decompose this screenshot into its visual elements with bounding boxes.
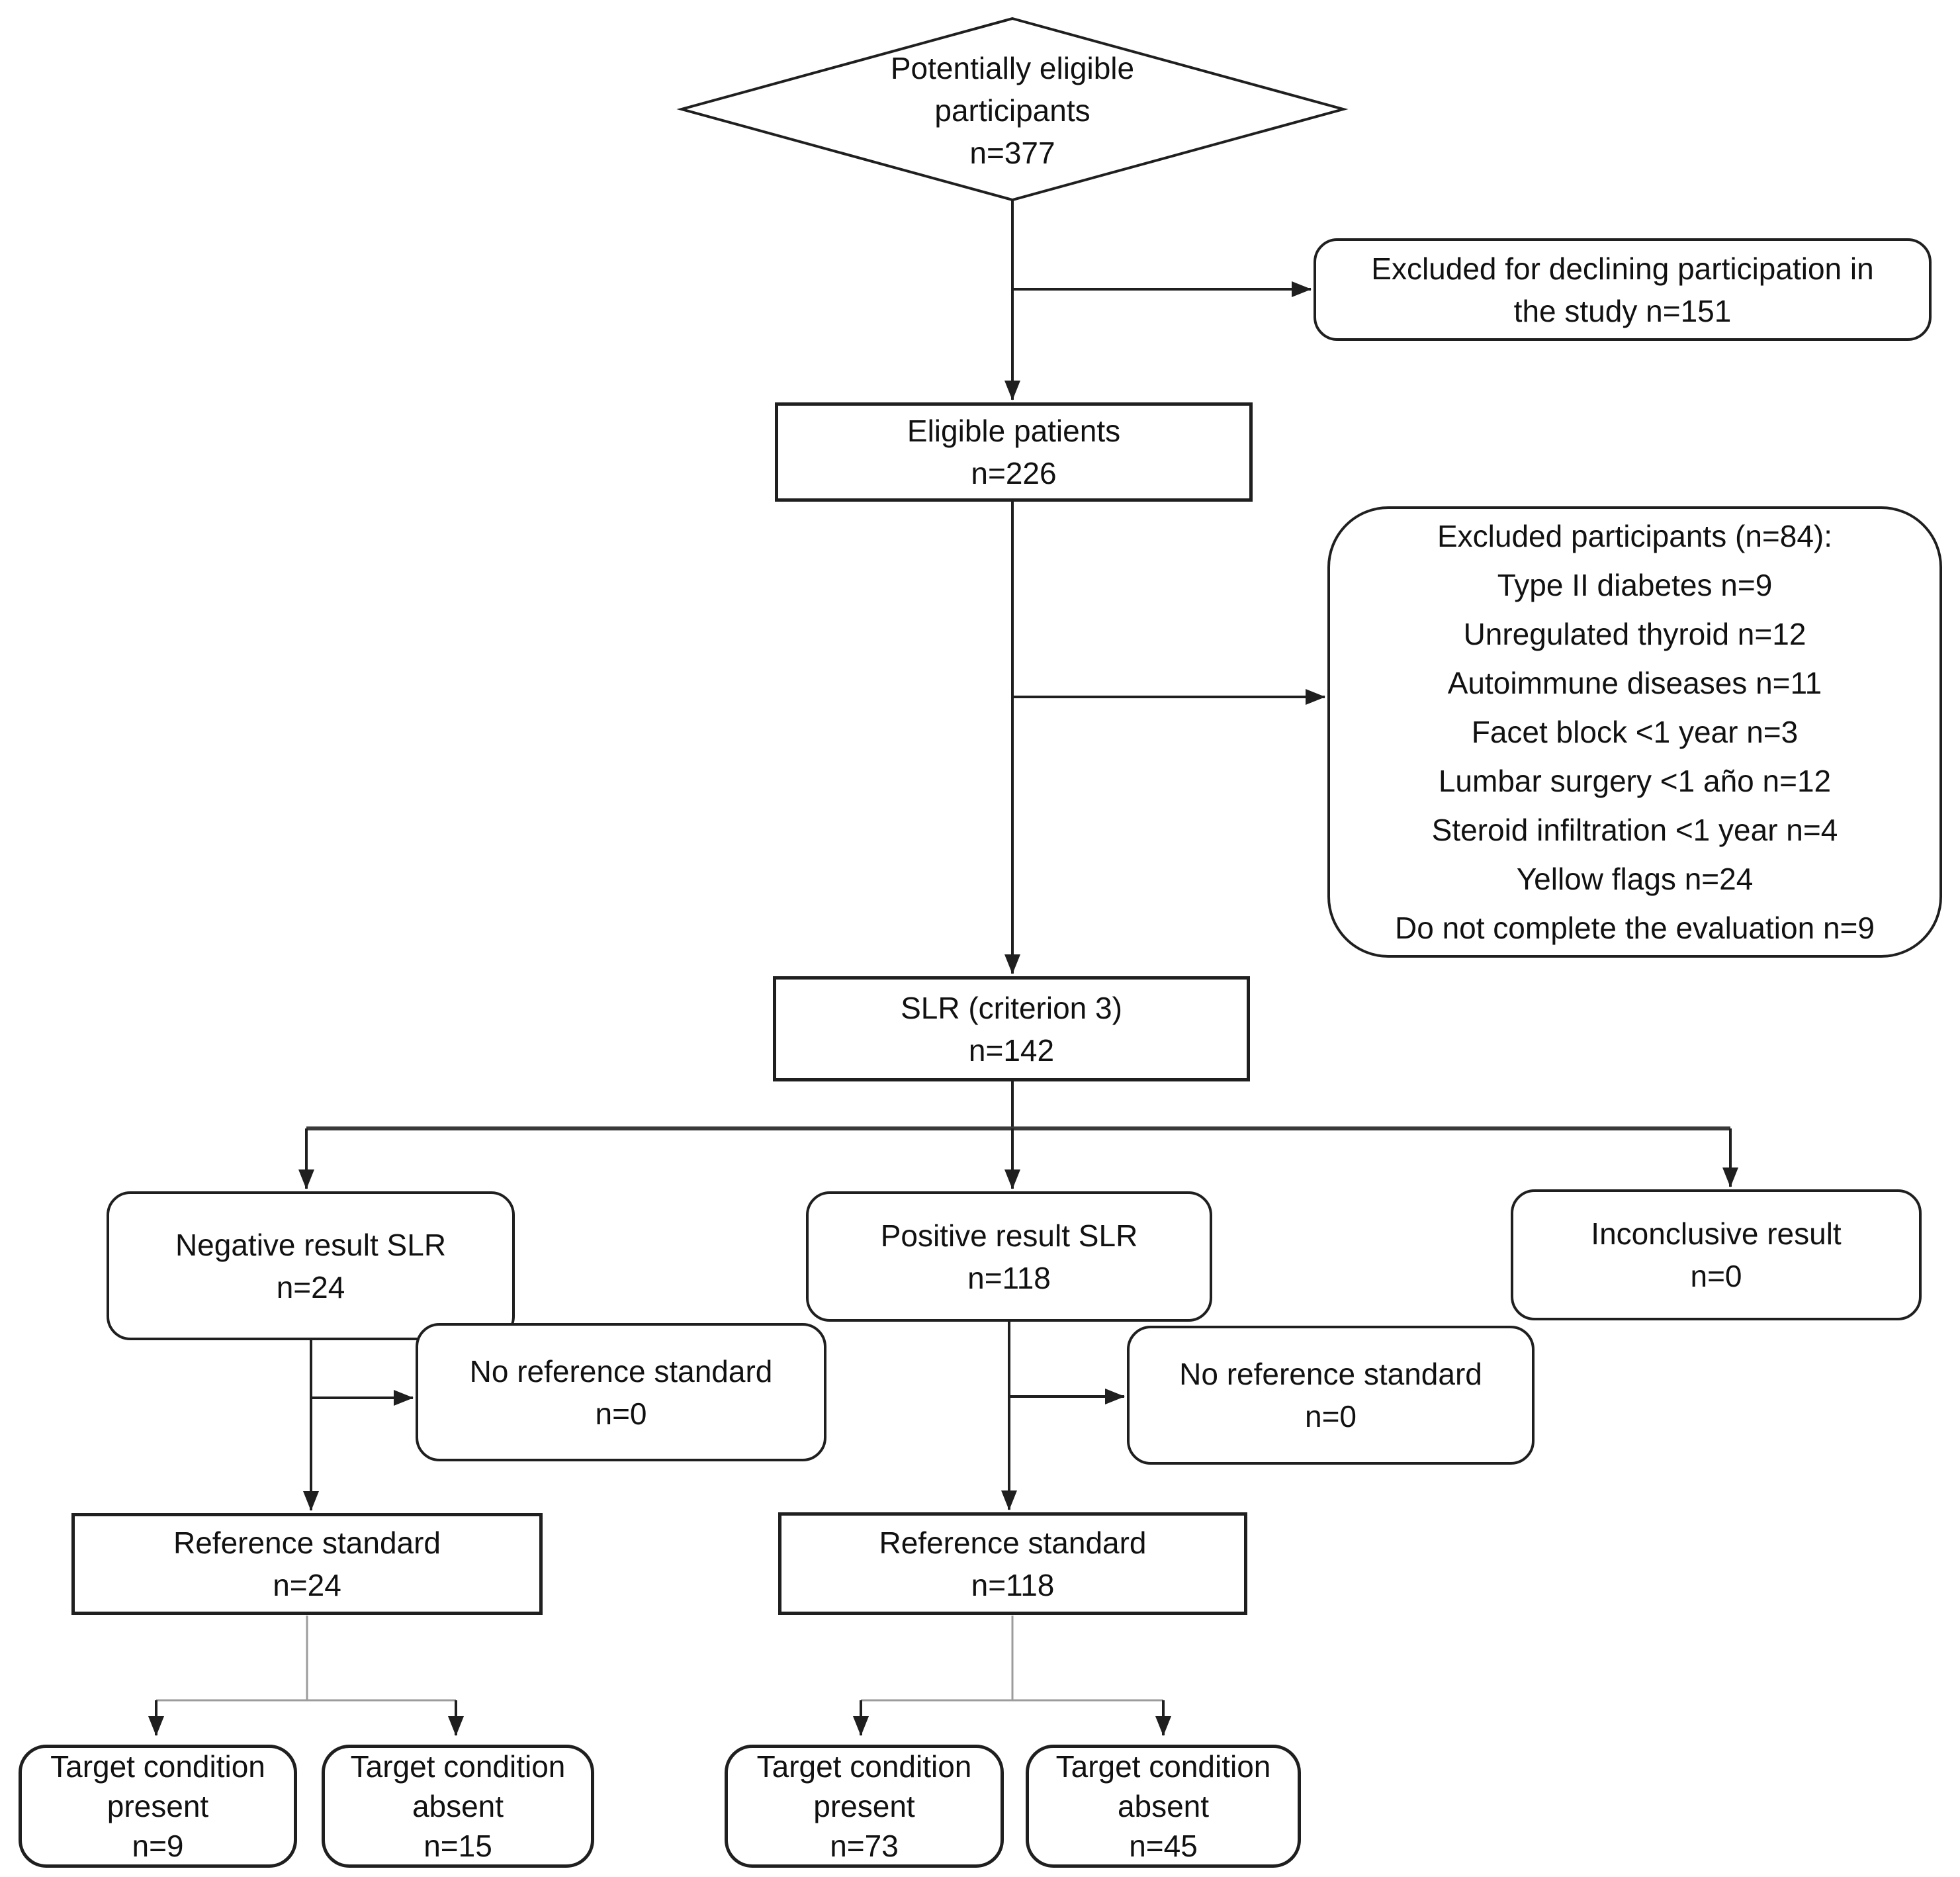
node-label: Reference standard <box>879 1525 1147 1560</box>
node-label: Potentially eligible <box>890 51 1135 85</box>
node-label: No reference standard <box>1179 1357 1482 1391</box>
node-count: n=24 <box>273 1568 341 1602</box>
node-count: n=73 <box>830 1829 899 1863</box>
node-positive-slr: Positive result SLR n=118 <box>806 1191 1212 1322</box>
node-label: Eligible patients <box>907 414 1121 448</box>
node-excluded-participants: Excluded participants (n=84): Type II di… <box>1327 506 1942 958</box>
node-count: n=226 <box>971 456 1057 490</box>
node-label: No reference standard <box>469 1353 773 1389</box>
exclusion-item: Do not complete the evaluation n=9 <box>1395 911 1875 945</box>
node-tc-present-negative: Target condition present n=9 <box>19 1745 297 1868</box>
exclusion-item: Type II diabetes n=9 <box>1497 568 1773 602</box>
node-label: Excluded for declining participation in <box>1371 251 1874 286</box>
node-label: Positive result SLR <box>880 1218 1138 1253</box>
node-excluded-declining: Excluded for declining participation in … <box>1314 238 1932 341</box>
node-label: Target condition <box>1055 1749 1271 1784</box>
node-count: n=0 <box>1304 1399 1357 1434</box>
node-label: absent <box>1117 1789 1210 1823</box>
node-no-ref-positive: No reference standard n=0 <box>1127 1326 1535 1465</box>
node-label: absent <box>412 1789 504 1823</box>
exclusion-item: Lumbar surgery <1 año n=12 <box>1438 764 1832 798</box>
exclusion-item: Steroid infiltration <1 year n=4 <box>1431 813 1838 847</box>
node-negative-slr: Negative result SLR n=24 <box>107 1191 515 1340</box>
node-potentially-eligible: Potentially eligible participants n=377 <box>748 45 1277 176</box>
node-count: n=118 <box>967 1260 1051 1295</box>
node-label: participants <box>934 93 1091 128</box>
node-inconclusive: Inconclusive result n=0 <box>1511 1189 1922 1320</box>
node-count: n=15 <box>423 1829 492 1863</box>
node-label: the study n=151 <box>1513 293 1732 328</box>
node-count: n=118 <box>971 1567 1055 1602</box>
node-header: Excluded participants (n=84): <box>1437 519 1833 553</box>
exclusion-item: Autoimmune diseases n=11 <box>1447 666 1822 700</box>
exclusion-item: Facet block <1 year n=3 <box>1471 715 1799 749</box>
node-label: Negative result SLR <box>175 1227 447 1262</box>
node-label: SLR (criterion 3) <box>901 990 1122 1025</box>
exclusion-item: Unregulated thyroid n=12 <box>1463 617 1806 651</box>
exclusion-item: Yellow flags n=24 <box>1516 862 1754 896</box>
node-count: n=0 <box>1690 1259 1742 1293</box>
node-tc-absent-positive: Target condition absent n=45 <box>1026 1745 1301 1868</box>
node-label: Target condition <box>350 1749 566 1784</box>
node-label: Target condition <box>50 1749 265 1784</box>
node-slr: SLR (criterion 3) n=142 <box>773 976 1250 1081</box>
node-count: n=0 <box>595 1396 647 1431</box>
node-ref-positive: Reference standard n=118 <box>778 1512 1247 1615</box>
node-no-ref-negative: No reference standard n=0 <box>416 1323 826 1461</box>
node-tc-absent-negative: Target condition absent n=15 <box>322 1745 594 1868</box>
node-label: Reference standard <box>173 1526 441 1560</box>
node-label: Inconclusive result <box>1591 1216 1842 1251</box>
node-label: present <box>107 1789 209 1823</box>
node-count: n=9 <box>132 1829 184 1863</box>
node-tc-present-positive: Target condition present n=73 <box>725 1745 1004 1868</box>
node-eligible-patients: Eligible patients n=226 <box>775 402 1253 502</box>
node-label: present <box>813 1789 915 1823</box>
node-count: n=24 <box>276 1269 345 1305</box>
node-count: n=142 <box>968 1032 1055 1068</box>
node-ref-negative: Reference standard n=24 <box>71 1513 543 1615</box>
node-count: n=377 <box>969 136 1055 170</box>
node-label: Target condition <box>756 1749 972 1784</box>
node-count: n=45 <box>1129 1829 1198 1863</box>
